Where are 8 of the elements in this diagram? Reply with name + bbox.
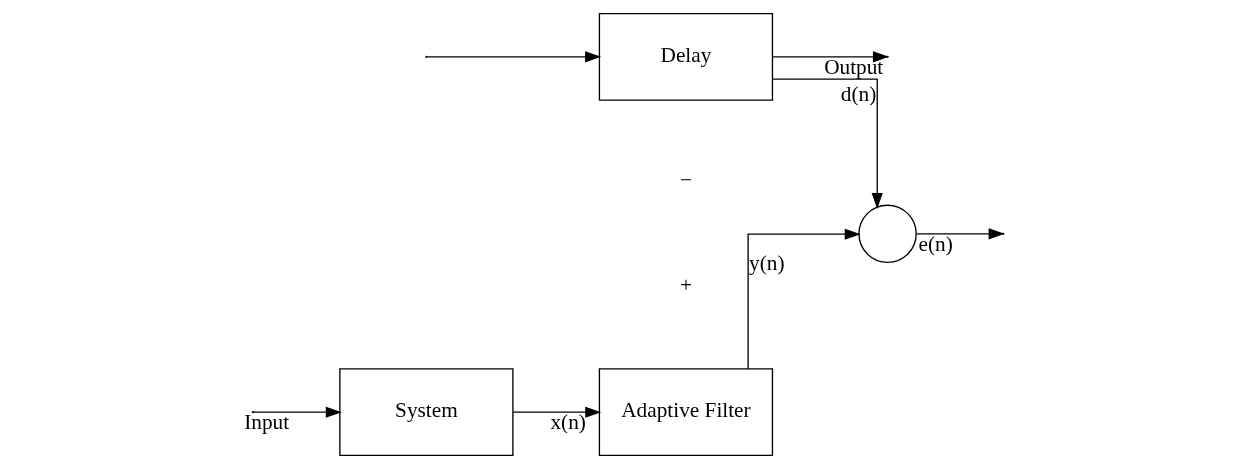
edge-label: x(n) [550, 410, 586, 435]
edge-label: Input [244, 410, 290, 435]
edge-label: Output [824, 54, 884, 79]
edge-label: d(n) [840, 82, 877, 107]
label: + [679, 273, 692, 298]
label: − [679, 167, 692, 192]
edge-label: y(n) [749, 250, 785, 275]
edge-label: e(n) [918, 231, 953, 256]
